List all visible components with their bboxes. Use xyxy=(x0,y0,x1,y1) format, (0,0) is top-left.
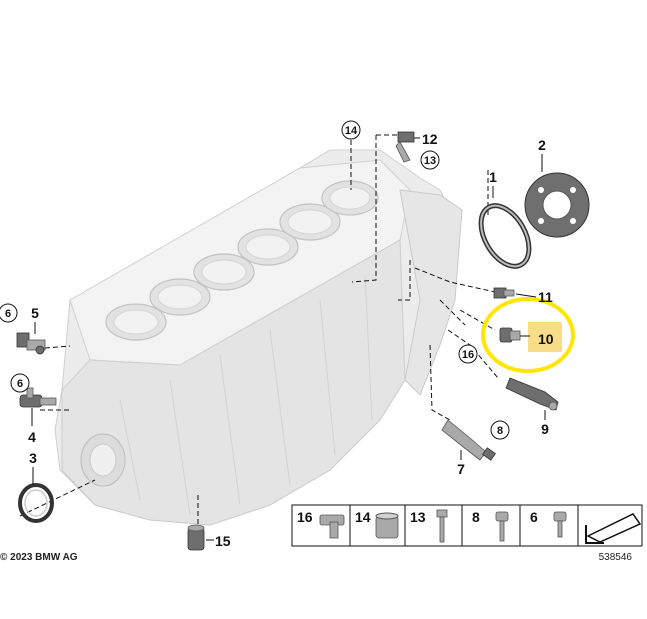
sensor-part-7 xyxy=(441,419,496,461)
copyright-text: © 2023 BMW AG xyxy=(0,552,78,563)
callout-10: 10 xyxy=(538,331,554,347)
callout-12: 12 xyxy=(422,131,438,147)
plug-part-11 xyxy=(493,287,515,299)
callout-9: 9 xyxy=(541,421,549,437)
sensor-part-4 xyxy=(19,387,57,408)
callout-8: 8 xyxy=(497,425,503,437)
callout-11: 11 xyxy=(538,289,553,305)
bracket-part-12 xyxy=(395,131,415,163)
sensor-part-5 xyxy=(16,332,46,355)
figure-number: 538546 xyxy=(599,552,633,563)
callout-14: 14 xyxy=(345,125,358,137)
callout-2: 2 xyxy=(538,137,546,153)
callout-15: 15 xyxy=(215,533,231,549)
legend-label-8: 8 xyxy=(472,509,480,525)
cylinder-bores xyxy=(105,180,379,341)
callout-7: 7 xyxy=(457,461,465,477)
callout-4: 4 xyxy=(28,429,36,445)
sealing-ring-part xyxy=(18,483,54,523)
o-ring-part xyxy=(478,203,532,269)
screw-icon xyxy=(553,511,567,538)
screw-icon xyxy=(495,511,509,542)
callout-3: 3 xyxy=(29,450,37,466)
sleeve-part-15 xyxy=(187,524,205,551)
legend-label-16: 16 xyxy=(297,509,313,525)
tool-arrow-icon xyxy=(585,513,642,544)
plug-part-10 xyxy=(499,327,521,343)
bolt-icon xyxy=(436,509,448,543)
parts-legend: 16 14 13 8 6 xyxy=(291,504,643,547)
legend-label-6: 6 xyxy=(530,509,538,525)
engine-block xyxy=(54,149,463,526)
sensor-part-9 xyxy=(505,377,559,411)
legend-label-14: 14 xyxy=(355,509,371,525)
callout-16: 16 xyxy=(462,349,474,361)
callouts: 14 12 13 1 2 11 10 16 9 8 7 6 5 xyxy=(0,120,554,549)
sensor-wheel-part xyxy=(524,172,590,238)
callout-1: 1 xyxy=(489,169,497,185)
dowel-sleeve-icon xyxy=(375,512,399,539)
highlight-box xyxy=(528,322,562,352)
highlight-ring xyxy=(481,297,575,373)
bracket-clip-icon xyxy=(319,514,345,539)
callout-6-upper: 6 xyxy=(5,308,11,320)
callout-5: 5 xyxy=(31,305,39,321)
callout-13: 13 xyxy=(424,155,436,167)
callout-6-lower: 6 xyxy=(17,378,23,390)
legend-label-13: 13 xyxy=(410,509,426,525)
